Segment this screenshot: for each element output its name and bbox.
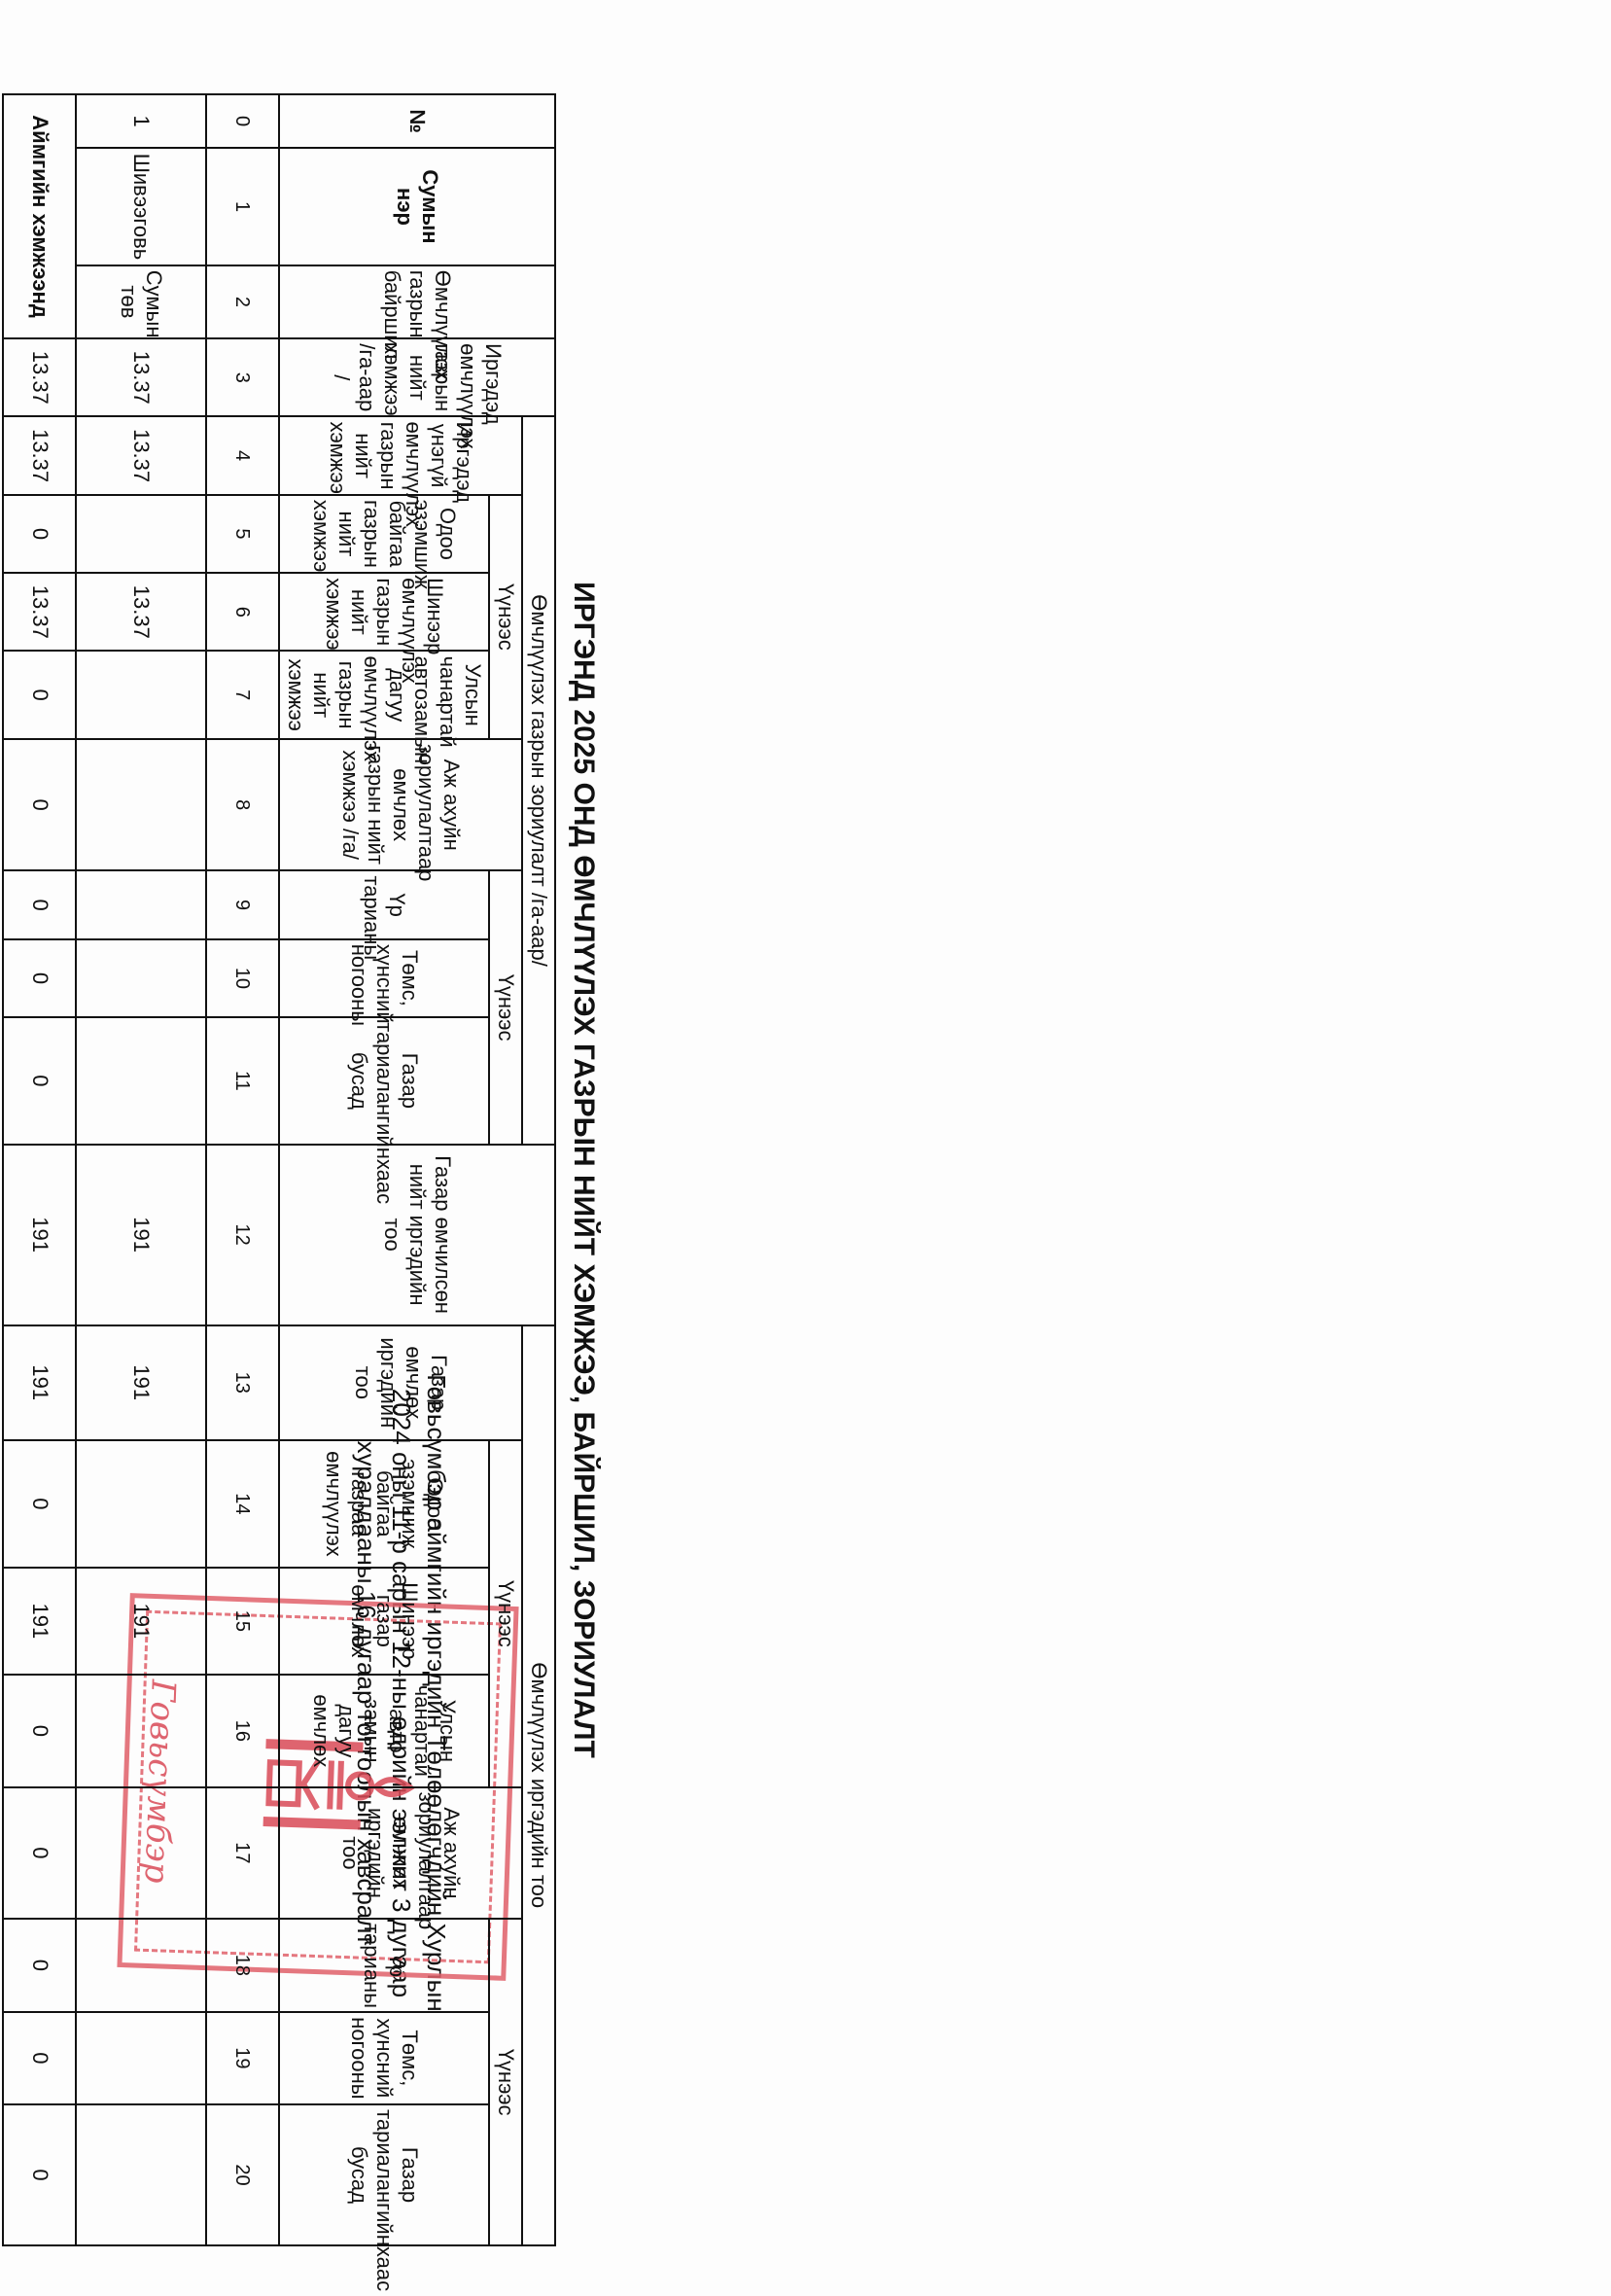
column-number: 16	[205, 1675, 279, 1787]
table-cell	[76, 651, 206, 739]
header-owners-total: Газар өмчилсөн нийт иргэдийн тоо	[279, 1144, 555, 1325]
header-new-allocation: Шинээр өмчлүүлэх газрын нийт хэмжээ	[279, 573, 489, 684]
column-number: 15	[205, 1567, 279, 1676]
header-business-owners: Аж ахуйн зориулалтаар өмчлөх иргэдийн то…	[279, 1786, 522, 1929]
table-cell	[76, 1440, 206, 1568]
table-cell: 191	[76, 1567, 206, 1676]
table-title: ИРГЭНД 2025 ОНД ӨМЧЛҮҮЛЭХ ГАЗРЫН НИЙТ ХЭ…	[568, 582, 600, 1758]
column-number: 1	[205, 148, 279, 265]
total-cell: 0	[3, 651, 77, 739]
column-number-row: 0 1 2 3 4 5 6 7 8 9 10 11 12 13 14 15 16	[205, 94, 279, 2245]
column-number: 17	[205, 1786, 279, 1920]
header-land-owners: Газар өмчлөх иргэдийн тоо	[279, 1325, 522, 1441]
header-from-it: Үүнээс	[489, 494, 522, 739]
table-cell	[76, 2011, 206, 2105]
table-row: 1 Шивээговь Сумын төв 13.37 13.37 13.37 …	[76, 94, 206, 2245]
header-sum-name: Сумын нэр	[279, 148, 555, 265]
total-cell: 13.37	[3, 573, 77, 652]
total-row: Аймгийн хэмжээнд 13.37 13.37 0 13.37 0 0…	[3, 94, 77, 2245]
header-from-it-4: Үүнээс	[489, 1919, 522, 2245]
total-cell: 0	[3, 494, 77, 574]
table-cell: 1	[76, 94, 206, 149]
total-cell: 0	[3, 870, 77, 939]
total-cell: 0	[3, 2011, 77, 2105]
table-cell: 13.37	[76, 416, 206, 495]
header-other-crop: Газар тариалангийнхаас бусад	[279, 1017, 489, 1204]
table-cell	[76, 1786, 206, 1920]
table-cell: 13.37	[76, 338, 206, 417]
total-cell: 0	[3, 1440, 77, 1568]
header-crop: Үр тарианы	[279, 870, 489, 960]
total-cell: 0	[3, 938, 77, 1018]
header-from-it-3: Үүнээс	[489, 1440, 522, 1787]
column-number: 5	[205, 494, 279, 574]
column-number: 18	[205, 1919, 279, 2012]
column-number: 2	[205, 265, 279, 339]
table-cell	[76, 738, 206, 871]
table-cell: 191	[76, 1325, 206, 1441]
soyombo-emblem-icon	[263, 1739, 416, 1830]
header-new-owners: Шинээр газар өмчлөх	[279, 1567, 489, 1676]
table-cell	[76, 1675, 206, 1787]
column-number: 4	[205, 416, 279, 495]
total-cell: 191	[3, 1567, 77, 1676]
table-cell	[76, 938, 206, 1018]
total-cell: 0	[3, 1919, 77, 2012]
total-cell: 0	[3, 2104, 77, 2245]
total-cell: 0	[3, 1017, 77, 1145]
column-number: 13	[205, 1325, 279, 1441]
column-number: 7	[205, 651, 279, 739]
table-cell	[76, 494, 206, 574]
header-owners-group: Өмчлүүлэх иргэдийн тоо	[522, 1325, 555, 2245]
column-number: 8	[205, 738, 279, 871]
column-number: 19	[205, 2011, 279, 2105]
total-cell: 191	[3, 1325, 77, 1441]
table-cell: Шивээговь	[76, 148, 206, 265]
table-cell: 13.37	[76, 573, 206, 652]
table-cell: Сумын төв	[76, 265, 206, 339]
header-business-purpose: Аж ахуйн зориулалтаар өмчлөх газрын нийт…	[279, 738, 522, 881]
column-number: 11	[205, 1017, 279, 1145]
header-unregistered: Иргэдэд үнэгүй өмчлүүлэх газрын нийт хэм…	[279, 416, 522, 527]
header-vegetable-owners: Төмс, хүнсний ногооны	[279, 2011, 489, 2105]
column-number: 0	[205, 94, 279, 149]
table-cell	[76, 1919, 206, 2012]
header-along-road: Улсын чанартай автозамын дагуу өмчлүүлэх…	[279, 651, 489, 763]
total-cell: 13.37	[3, 338, 77, 417]
table-cell: 191	[76, 1144, 206, 1325]
total-cell: 0	[3, 1675, 77, 1787]
column-number: 10	[205, 938, 279, 1018]
header-total-area: Иргэдэд өмчлүүлэх газрын нийт хэмжээ /га…	[279, 338, 555, 449]
total-label: Аймгийн хэмжээнд	[3, 94, 77, 339]
table-cell	[76, 2104, 206, 2245]
total-cell: 0	[3, 738, 77, 871]
official-seal: Говьсүмбэр	[117, 1593, 519, 1981]
header-from-it-2: Үүнээс	[489, 870, 522, 1145]
header-purpose-group: Өмчлүүлэх газрын зориулалт /га-аар/	[522, 416, 555, 1145]
total-cell: 0	[3, 1786, 77, 1920]
column-number: 12	[205, 1144, 279, 1325]
table-cell	[76, 1017, 206, 1145]
total-cell: 191	[3, 1144, 77, 1325]
header-crop-owners: Үр тарианы	[279, 1919, 489, 2012]
header-vegetable: Төмс, хүнсний ногооны	[279, 938, 489, 1026]
header-location: Өмчлүүлэх газрын байршил	[279, 265, 555, 380]
table-cell	[76, 870, 206, 939]
land-allocation-table: № Сумын нэр Өмчлүүлэх газрын байршил Ирг…	[2, 93, 556, 2291]
header-no: №	[279, 94, 555, 149]
column-number: 14	[205, 1440, 279, 1568]
total-cell: 13.37	[3, 416, 77, 495]
column-number: 3	[205, 338, 279, 417]
column-number: 6	[205, 573, 279, 652]
header-current-possession: Одоо эзэмшиж байгаа газрын нийт хэмжээ	[279, 494, 489, 589]
header-current-owners: Одоо эзэмшиж байгаа газраа өмчлүүлэх	[279, 1440, 489, 1568]
column-number: 9	[205, 870, 279, 939]
column-number: 20	[205, 2104, 279, 2245]
header-road-owners: Улсын чанартай авто замын дагуу өмчлөх	[279, 1675, 489, 1787]
header-other-owners: Газар тариалангийнхаас бусад	[279, 2104, 489, 2291]
